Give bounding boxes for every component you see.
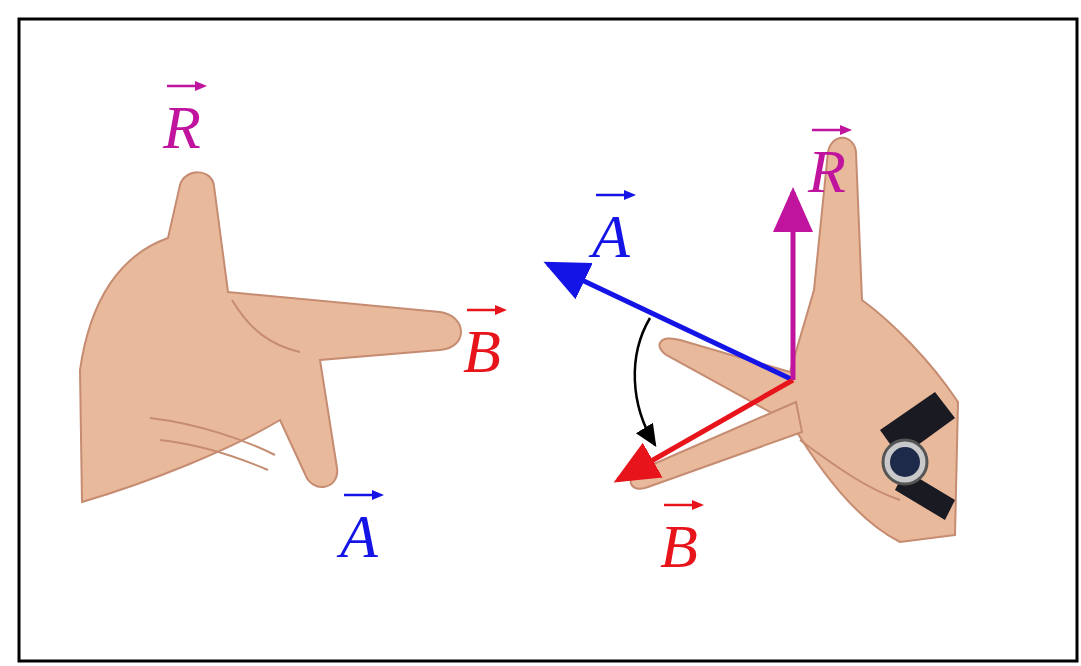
vector-overarrow xyxy=(342,489,386,501)
vector-name: R xyxy=(808,140,846,202)
vector-overarrow xyxy=(662,499,706,511)
vector-label: A xyxy=(340,505,378,567)
vector-r-arrow xyxy=(791,192,796,380)
vector-name: A xyxy=(592,205,630,267)
vector-name: A xyxy=(340,505,378,567)
right-hand xyxy=(631,138,958,542)
vector-label: R xyxy=(808,140,846,202)
vector-name: B xyxy=(463,320,501,382)
vector-a-arrow xyxy=(548,264,793,380)
vector-overarrow xyxy=(594,189,638,201)
rotation-arc xyxy=(635,318,655,445)
vector-name: R xyxy=(163,96,201,158)
vector-label: B xyxy=(463,320,501,382)
vector-overarrow xyxy=(165,80,209,92)
vector-label: B xyxy=(660,515,698,577)
vector-overarrow xyxy=(465,304,509,316)
vector-overarrow xyxy=(810,124,854,136)
frame xyxy=(19,19,1077,661)
vector-label: A xyxy=(592,205,630,267)
wrist-watch xyxy=(880,392,955,520)
vector-name: B xyxy=(660,515,698,577)
vector-label: R xyxy=(163,96,201,158)
left-hand xyxy=(80,172,461,502)
vector-b-arrow xyxy=(618,380,793,480)
